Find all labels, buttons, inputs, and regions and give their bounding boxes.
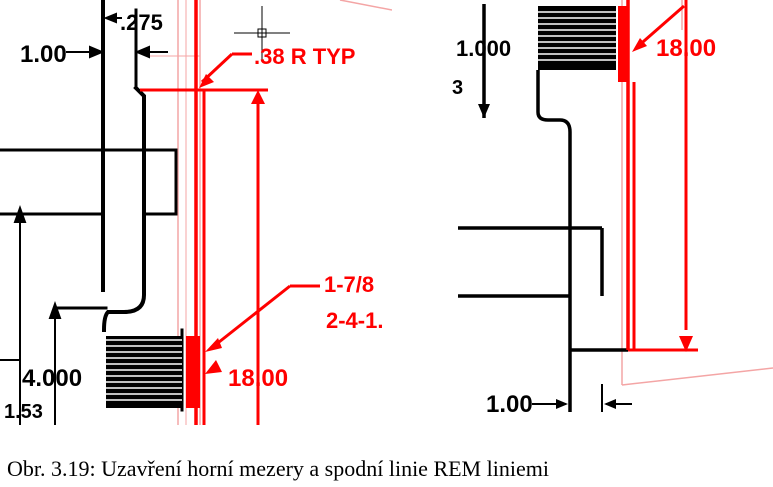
- dim-1800-left: 18.00: [228, 365, 288, 392]
- dim-partial: 3: [452, 77, 463, 99]
- black-dimensions-right: [478, 80, 632, 409]
- leader-1800: [635, 4, 685, 50]
- dim-241: 2-4-1.: [326, 308, 383, 333]
- dim-1800-right: 18.00: [656, 35, 716, 62]
- dim-4000: 4.000: [22, 365, 82, 392]
- part-outline-right: [458, 4, 628, 412]
- drawing-panel-left: .275 1.00 .38 R TYP 1-7/8 2-4-1. 4.000 1…: [0, 0, 392, 425]
- figure-caption: Obr. 3.19: Uzavření horní mezery a spodn…: [7, 456, 549, 481]
- black-dimensions: [0, 12, 168, 361]
- thread-lines: [106, 339, 182, 401]
- dim-1000: 1.000: [456, 36, 511, 61]
- thread-lines: [538, 11, 616, 61]
- thread-block: [106, 336, 182, 408]
- drawing-left-svg: .275 1.00 .38 R TYP 1-7/8 2-4-1. 4.000 1…: [0, 0, 392, 425]
- thread-hatch-right: [538, 6, 628, 82]
- thread-block-red: [618, 6, 628, 82]
- red-dimensions-right: [626, 0, 698, 352]
- dim-100-top: 1.00: [20, 41, 67, 68]
- outline-line: [101, 85, 146, 333]
- crosshair-cursor: [234, 6, 290, 60]
- red-dimensions: [140, 0, 320, 425]
- thread-block-red: [186, 336, 200, 408]
- dim-1778: 1-7/8: [324, 272, 374, 297]
- drawing-right-svg: 1.000 3 18.00 1.00: [452, 0, 773, 418]
- construction-line: [339, 0, 392, 11]
- dim-153: 1.53: [4, 401, 43, 423]
- dim-38r-typ: .38 R TYP: [254, 44, 355, 69]
- leader-1778: [213, 284, 291, 348]
- dim-100-bottom: 1.00: [486, 391, 533, 418]
- drawing-panel-right: 1.000 3 18.00 1.00: [452, 0, 773, 425]
- dim-275: .275: [120, 10, 163, 35]
